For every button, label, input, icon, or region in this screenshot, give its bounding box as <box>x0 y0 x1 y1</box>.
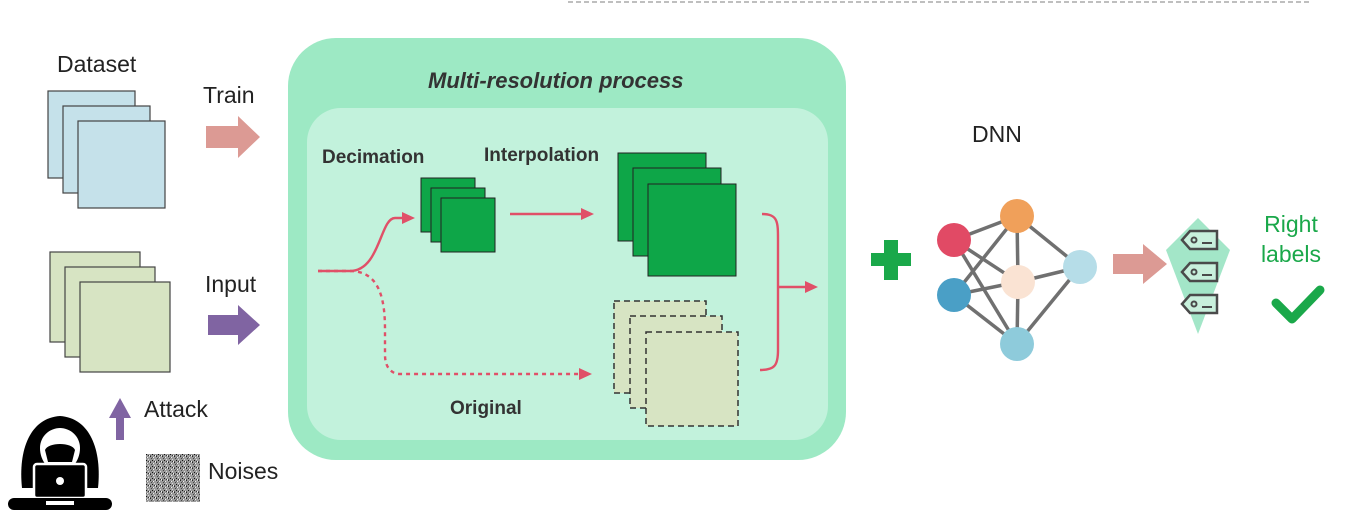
flow-lines <box>318 212 808 376</box>
output-arrow <box>1113 244 1167 284</box>
right-labels-line2: labels <box>1260 241 1322 267</box>
dataset-label: Dataset <box>57 51 137 77</box>
train-arrow <box>206 116 260 158</box>
original-label: Original <box>450 398 522 419</box>
interpolation-label: Interpolation <box>484 145 600 166</box>
plus-icon <box>871 240 911 280</box>
input-label: Input <box>205 271 257 297</box>
decimated-stack <box>420 177 496 253</box>
dnn-node <box>1000 327 1034 361</box>
dnn-node <box>937 278 971 312</box>
dnn-node <box>1063 250 1097 284</box>
dataset-stack <box>47 90 166 209</box>
input-stack <box>49 251 171 373</box>
dnn-label: DNN <box>972 121 1022 147</box>
train-label: Train <box>203 82 255 108</box>
dnn-node <box>1000 199 1034 233</box>
input-arrow <box>208 305 260 345</box>
noises-label: Noises <box>208 458 279 484</box>
dnn-node <box>1001 265 1035 299</box>
tag-icon <box>1180 229 1219 315</box>
label-tags <box>1166 218 1230 334</box>
attack-label: Attack <box>144 396 208 422</box>
noise-image <box>146 454 200 502</box>
check-icon <box>1271 285 1325 324</box>
decimation-label: Decimation <box>322 147 425 168</box>
attack-arrow <box>109 398 131 440</box>
hacker-icon <box>8 416 112 510</box>
dnn-node <box>937 223 971 257</box>
flow-arrowheads <box>402 208 818 380</box>
interpolated-stack <box>617 152 737 277</box>
right-labels-text: Right labels <box>1252 209 1330 269</box>
right-labels-line1: Right <box>1264 211 1318 237</box>
original-stack <box>613 300 739 427</box>
process-title: Multi-resolution process <box>428 68 684 93</box>
dnn-nodes <box>937 199 1097 361</box>
